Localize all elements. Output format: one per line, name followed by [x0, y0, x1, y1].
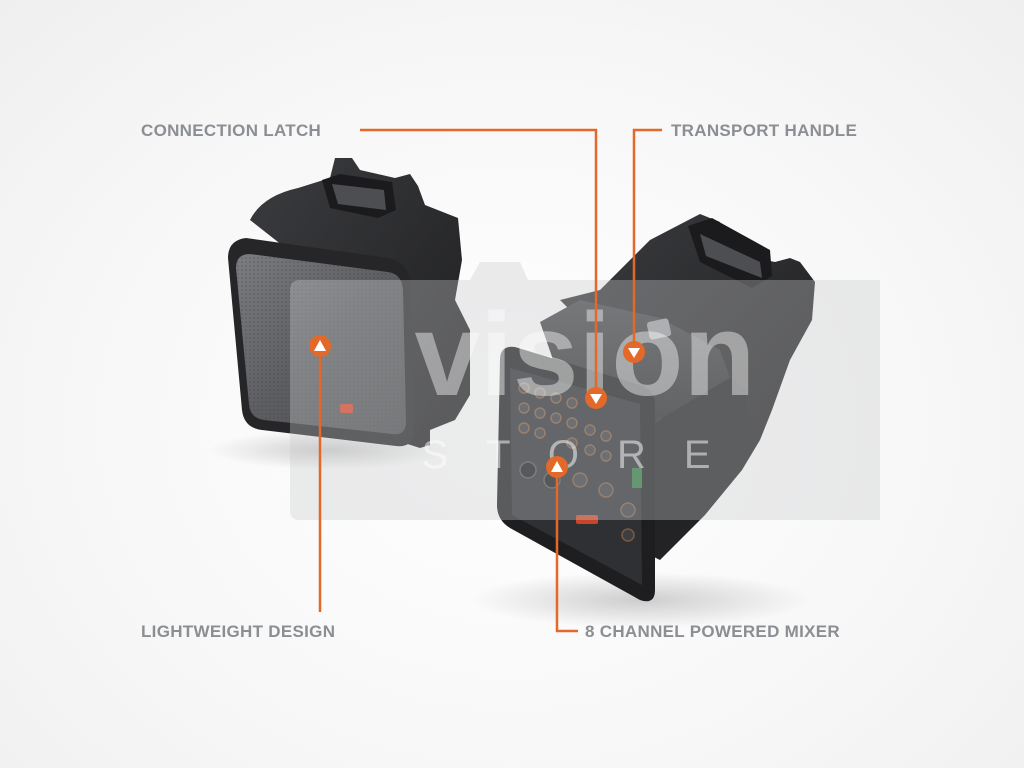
mixer-knob [534, 407, 546, 419]
input-jack [519, 461, 537, 479]
mixer-knob [598, 482, 614, 498]
callout-line-latch [360, 128, 598, 390]
callout-marker-lightweight [309, 335, 331, 357]
callout-marker-latch [585, 387, 607, 409]
mixer-knob [518, 382, 530, 394]
mixer-knob [534, 427, 546, 439]
mixer-knob [600, 430, 612, 442]
mixer-knob [566, 437, 578, 449]
rear-handle-bar [700, 234, 762, 278]
callout-label-transport-handle: TRANSPORT HANDLE [671, 121, 858, 140]
jbl-badge-left [340, 404, 353, 413]
mixer-knobs [518, 382, 636, 542]
mixer-knob [584, 424, 596, 436]
mixer-side-wall [650, 378, 748, 560]
callout-marker-mixer [546, 456, 568, 478]
mixer-knob [572, 472, 588, 488]
mixer-knob [518, 402, 530, 414]
up-arrow-icon [551, 461, 563, 472]
mixer-knob [584, 444, 596, 456]
callout-marker-handle [623, 341, 645, 363]
watermark-text-main: vision [415, 289, 756, 421]
left-handle-bar [332, 184, 386, 210]
watermark [290, 262, 880, 520]
watermark-text-sub: STORE [421, 433, 748, 477]
callout-label-lightweight-design: LIGHTWEIGHT DESIGN [141, 622, 336, 641]
callout-label-powered-mixer: 8 CHANNEL POWERED MIXER [585, 622, 841, 641]
down-arrow-icon [628, 348, 640, 358]
jbl-badge-mixer [576, 515, 598, 524]
up-arrow-icon [314, 340, 326, 351]
callout-line-handle [632, 128, 662, 345]
mixer-knob [620, 502, 636, 518]
mixer-knob [534, 387, 546, 399]
connection-latch-part [646, 318, 672, 340]
level-meter [632, 468, 642, 488]
watermark-camera-shape [290, 262, 880, 520]
mixer-knob [550, 392, 562, 404]
mixer-knob [621, 528, 635, 542]
callout-lines [318, 128, 662, 633]
callout-label-connection-latch: CONNECTION LATCH [141, 121, 322, 140]
mixer-knob [550, 412, 562, 424]
callout-line-mixer [555, 475, 578, 633]
mixer-knob [518, 422, 530, 434]
mixer-knob [566, 397, 578, 409]
mixer-knob [566, 417, 578, 429]
mixer-knob [600, 450, 612, 462]
down-arrow-icon [590, 394, 602, 404]
